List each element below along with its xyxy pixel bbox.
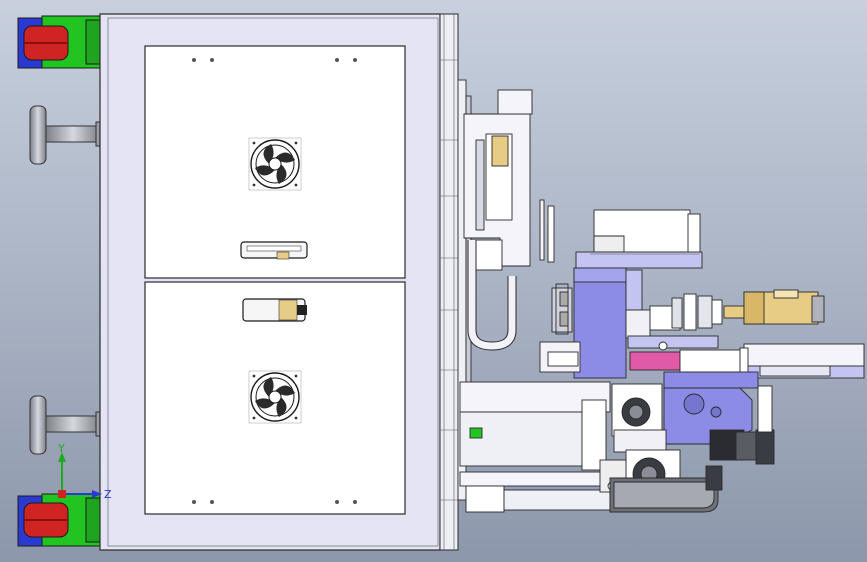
axis-y-label: Y <box>57 442 65 455</box>
coordinate-triad-icon <box>58 452 102 498</box>
leveling-foot-icon <box>29 105 47 165</box>
fan-icon <box>248 370 302 424</box>
cabinet <box>99 13 459 551</box>
leveling-foot-lower <box>29 395 103 455</box>
machinery-assembly <box>457 79 865 513</box>
leveling-foot-icon <box>29 395 47 455</box>
leveling-foot-upper <box>29 105 103 165</box>
axis-z-label: Z <box>104 488 112 501</box>
door-handle-lower <box>242 298 307 322</box>
door-handle-upper <box>240 241 308 260</box>
caster-top <box>17 15 101 69</box>
caster-bottom <box>17 493 101 547</box>
fan-icon <box>248 137 302 191</box>
